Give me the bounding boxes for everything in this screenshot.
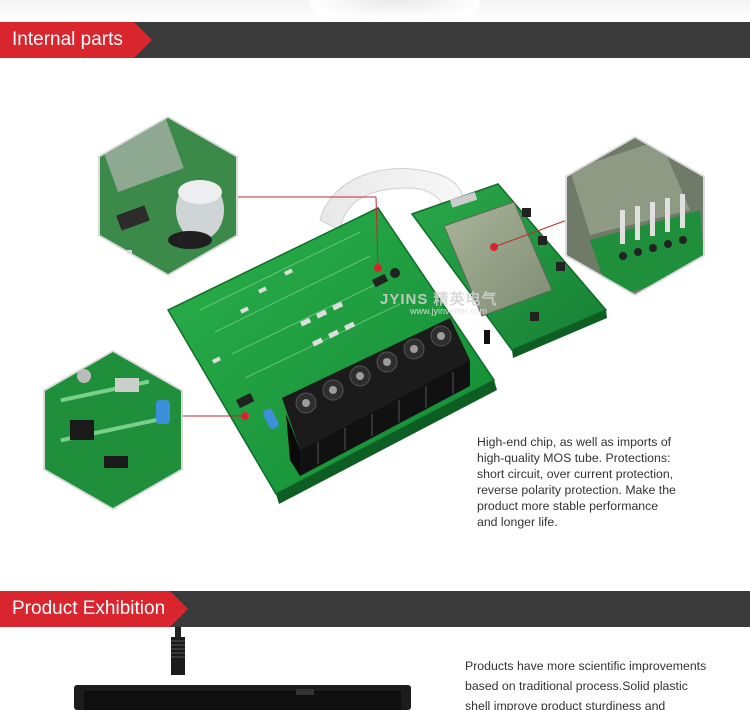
top-shadow xyxy=(0,0,750,22)
description-line: short circuit, over current protection, xyxy=(477,467,674,481)
watermark-brand: JYINS 精英电气 xyxy=(380,291,498,308)
section-header-internal-parts: Internal parts xyxy=(0,22,750,58)
description-line: High-end chip, as well as imports of xyxy=(477,435,672,449)
display-board xyxy=(410,183,608,358)
pcb-illustration xyxy=(43,116,705,510)
product-exhibition-preview xyxy=(0,627,750,710)
description-line: Products have more scientific improvemen… xyxy=(465,659,707,673)
description-line: based on traditional process.Solid plast… xyxy=(465,679,688,693)
description-line: product more stable performance xyxy=(477,499,659,513)
section-title: Product Exhibition xyxy=(12,598,166,619)
section-title: Internal parts xyxy=(12,29,123,50)
section-header-product-exhibition: Product Exhibition xyxy=(0,591,750,627)
section-tab: Internal parts xyxy=(0,22,152,58)
internal-parts-illustration: JYINS 精英电气 www.jyinverter.com xyxy=(0,60,750,590)
description-line: and longer life. xyxy=(477,515,558,529)
terminal-block xyxy=(282,318,470,476)
main-board xyxy=(166,207,497,504)
callout-lines xyxy=(181,196,568,417)
product-exhibition-description: Products have more scientific improvemen… xyxy=(465,656,740,710)
description-line: shell improve product sturdiness and xyxy=(465,699,666,710)
description-line: high-quality MOS tube. Protections: xyxy=(477,451,671,465)
description-line: reverse polarity protection. Make the xyxy=(477,483,676,497)
controller-product-image xyxy=(74,627,411,710)
hex-closeup-capacitor xyxy=(98,116,238,276)
section-tab: Product Exhibition xyxy=(0,591,188,627)
hex-closeup-chip xyxy=(43,350,183,510)
internal-parts-description: High-end chip, as well as imports of hig… xyxy=(477,434,717,530)
watermark-url: www.jyinverter.com xyxy=(410,306,488,316)
hex-closeup-display xyxy=(565,136,705,296)
